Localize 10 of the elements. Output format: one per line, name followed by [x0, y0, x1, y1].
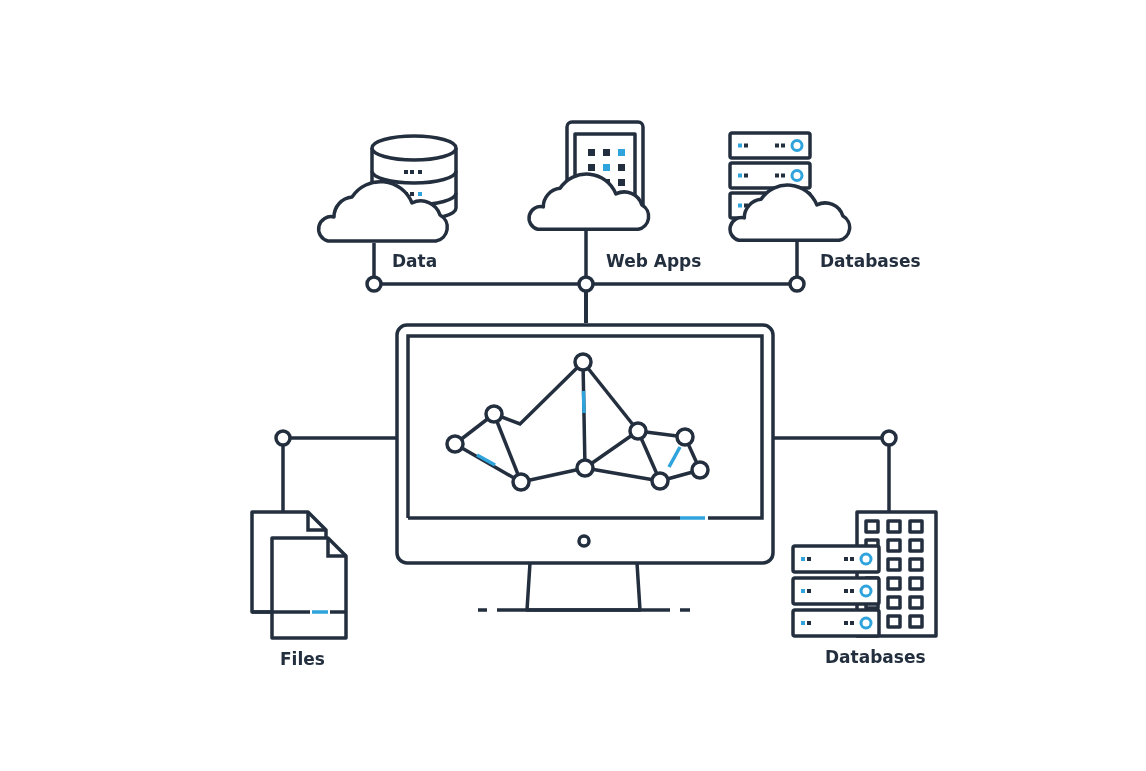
files-drawing: [248, 508, 348, 643]
monitor-drawing: [395, 323, 775, 615]
icon-label: Databases: [820, 251, 921, 271]
icon-label: Data: [392, 251, 438, 271]
icon-label: Web Apps: [606, 251, 702, 271]
connector-line: [281, 436, 397, 512]
server-rack-drawing: [790, 508, 940, 640]
icon-label: Files: [280, 649, 325, 669]
icon-label: Databases: [825, 647, 926, 667]
connector-line: [584, 242, 799, 323]
